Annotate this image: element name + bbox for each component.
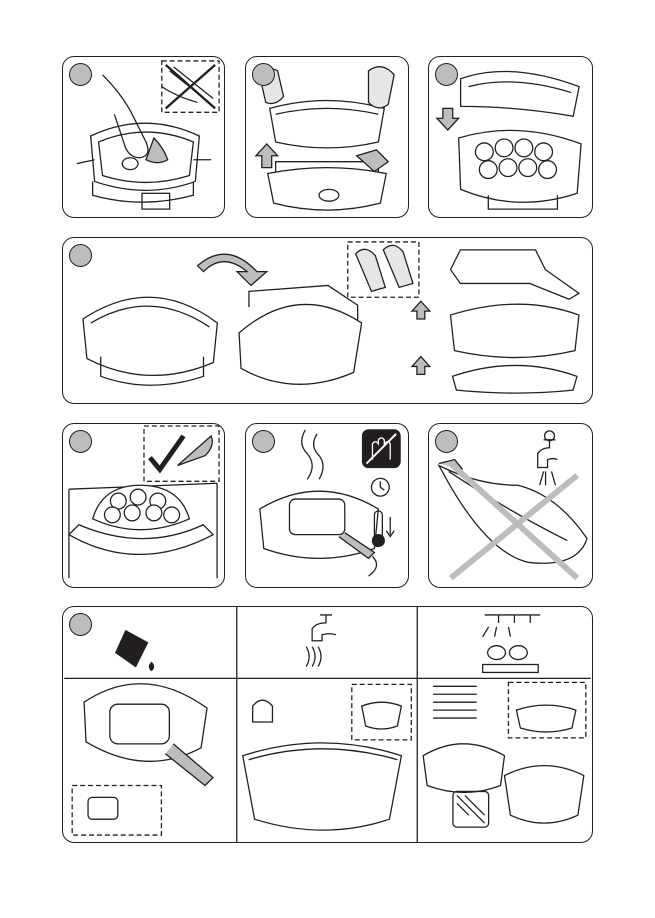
step-number-badge xyxy=(252,430,275,453)
step-panel-5 xyxy=(62,423,225,588)
step-panel-6 xyxy=(245,423,409,588)
arrow-up-icon xyxy=(412,301,430,319)
arrow-up-icon xyxy=(256,144,278,168)
step-number-badge xyxy=(69,244,92,267)
step-panel-1 xyxy=(62,56,225,218)
rotate-arrow-icon xyxy=(198,254,267,285)
step-number-badge xyxy=(69,613,92,636)
cloth-icon xyxy=(116,631,148,667)
step-number-badge xyxy=(69,63,92,86)
arrow-down-icon xyxy=(437,108,459,130)
step-number-badge xyxy=(435,63,458,86)
dishwasher-icon xyxy=(485,615,541,623)
step-panel-7 xyxy=(428,423,593,588)
water-tap-icon xyxy=(312,615,336,641)
step-number-badge xyxy=(435,430,458,453)
water-tap-icon xyxy=(538,440,558,468)
cleaning-instructions-illustration xyxy=(63,607,592,842)
steam-icon xyxy=(302,430,323,479)
step-panel-3 xyxy=(428,56,593,218)
hand-with-spatula-icon xyxy=(103,75,148,158)
lid-icon xyxy=(461,71,580,116)
skewers-icon xyxy=(433,686,477,718)
step-number-badge xyxy=(252,63,275,86)
step-panel-2 xyxy=(245,56,409,218)
step-panel-8 xyxy=(62,606,593,843)
step-panel-4 xyxy=(62,237,593,404)
invert-and-unmold-illustration xyxy=(63,238,592,403)
step-number-badge xyxy=(69,430,92,453)
